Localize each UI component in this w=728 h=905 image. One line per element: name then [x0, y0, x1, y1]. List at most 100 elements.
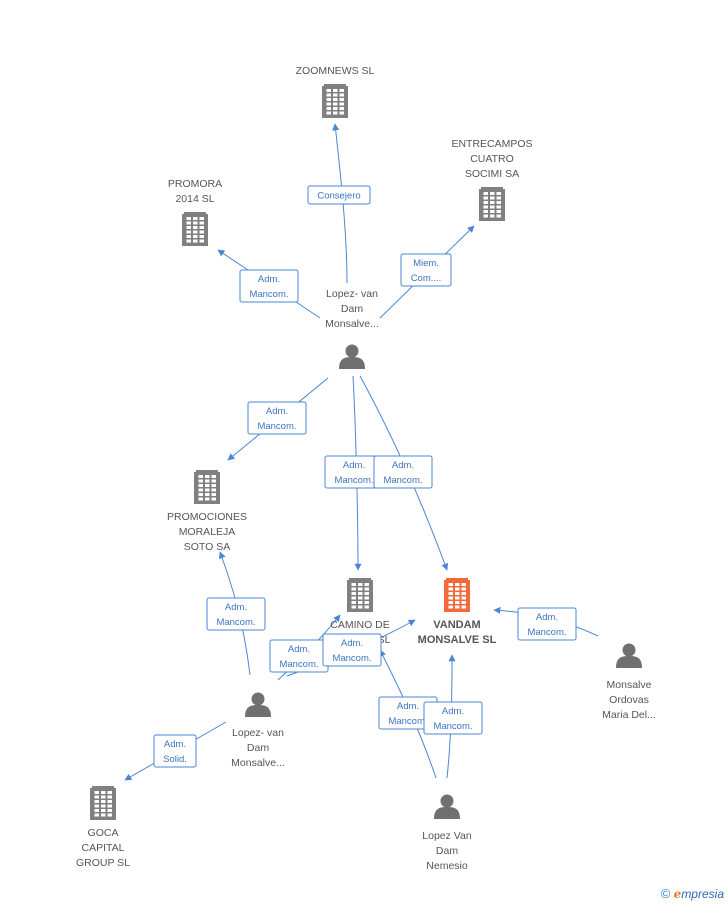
- node-label-line: SOCIMI SA: [465, 168, 519, 180]
- edge-label-e4[interactable]: Adm. Mancom.: [247, 401, 307, 435]
- building-icon: [182, 212, 208, 246]
- edge-label-e8[interactable]: Adm. Mancom.: [206, 597, 266, 631]
- edge-label-e3[interactable]: Adm. Mancom.: [239, 269, 299, 303]
- edge-label-box: [247, 401, 307, 435]
- node-label-line: ZOOMNEWS SL: [296, 65, 375, 77]
- node-label-line: Lopez Van: [422, 830, 472, 842]
- node-label-line: VANDAM: [433, 619, 480, 631]
- edge-label-text: Mancom.: [334, 475, 373, 486]
- edge-label-e11[interactable]: Adm. Solid.: [153, 734, 197, 768]
- node-entrecampos[interactable]: ENTRECAMPOS CUATRO SOCIMI SA: [451, 138, 533, 221]
- edge-label-box: [206, 597, 266, 631]
- edge-label-text: Adm.: [288, 644, 310, 655]
- brand-logo-text: mpresia: [681, 887, 724, 901]
- building-icon: [479, 187, 505, 221]
- person-icon: [616, 643, 642, 668]
- edge-label-text: Adm.: [536, 612, 558, 623]
- node-label-line: GOCA: [88, 827, 119, 839]
- node-label-line: Monsalve...: [325, 318, 379, 330]
- edge-label-text: Adm.: [225, 602, 247, 613]
- node-label-line: Ordovas: [609, 694, 649, 706]
- node-person2[interactable]: Lopez- vanDamMonsalve...: [231, 692, 285, 770]
- node-label-line: Nemesio: [426, 860, 468, 872]
- edge-label-e6[interactable]: Adm.Mancom.: [373, 455, 433, 489]
- edge-label-text: Mancom.: [332, 653, 371, 664]
- building-icon: [347, 578, 373, 612]
- edge-label-box: [307, 185, 371, 205]
- person-icon: [245, 692, 271, 717]
- node-promociones[interactable]: PROMOCIONES MORALEJA SOTO SA: [167, 470, 247, 553]
- edge-label-e10[interactable]: Adm. Mancom.: [322, 633, 382, 667]
- edge-label-text: Mancom.: [279, 659, 318, 670]
- node-label-line: Lopez- van: [326, 288, 378, 300]
- edge-label-text: Mancom.: [433, 721, 472, 732]
- nodes-layer: ZOOMNEWS SL ENTRECAMPOS CUATRO SOCIMI SA PRO…: [76, 65, 656, 872]
- edge-label-text: Adm.: [266, 406, 288, 417]
- node-label-line: Dam: [247, 742, 269, 754]
- node-label-line: MONSALVE SL: [418, 634, 497, 646]
- building-icon: [90, 786, 116, 820]
- node-label-line: CUATRO: [470, 153, 514, 165]
- building-icon: [322, 84, 348, 118]
- edge-label-text: Adm.: [343, 460, 365, 471]
- edge-label-text: Mancom.: [383, 475, 422, 486]
- edge-label-text: Mancom.: [257, 421, 296, 432]
- person-icon: [434, 794, 460, 819]
- node-label-line: PROMOCIONES: [167, 511, 247, 523]
- node-label-line: Maria Del...: [602, 709, 656, 721]
- node-label-line: SOTO SA: [184, 541, 231, 553]
- edge-label-e2[interactable]: Miem. Com....: [400, 253, 452, 287]
- edge-label-e7[interactable]: Adm. Mancom.: [517, 607, 577, 641]
- edge-label-text: Consejero: [317, 191, 360, 202]
- edge-label-e9[interactable]: Adm. Mancom.: [269, 639, 329, 673]
- edge-label-e1[interactable]: Consejero: [307, 185, 371, 205]
- node-vandam[interactable]: VANDAM MONSALVE SL: [418, 578, 497, 646]
- node-label-line: Dam: [341, 303, 363, 315]
- node-label-line: Dam: [436, 845, 458, 857]
- person-icon: [339, 344, 365, 369]
- edge-label-text: Solid.: [163, 754, 187, 765]
- copyright-symbol: ©: [660, 886, 671, 901]
- edge-label-box: [423, 701, 483, 735]
- edge-label-text: Miem.: [413, 258, 439, 269]
- node-goca[interactable]: GOCA CAPITAL GROUP SL: [76, 786, 130, 869]
- edge-label-text: Com....: [411, 273, 442, 284]
- node-label-line: ENTRECAMPOS: [451, 138, 532, 150]
- edge-label-text: Mancom.: [216, 617, 255, 628]
- building-icon: [194, 470, 220, 504]
- empresia-watermark[interactable]: © empresia: [661, 886, 724, 901]
- edge-label-box: [239, 269, 299, 303]
- node-label-line: CAPITAL: [82, 842, 125, 854]
- brand-logo-initial: e: [673, 887, 682, 901]
- edge-label-e5[interactable]: Adm. Mancom.: [324, 455, 384, 489]
- node-label-line: Monsalve: [607, 679, 652, 691]
- edge-label-box: [322, 633, 382, 667]
- edge-label-text: Mancom.: [249, 289, 288, 300]
- edge-label-e13[interactable]: Adm.Mancom.: [423, 701, 483, 735]
- edge-label-text: Mancom.: [527, 627, 566, 638]
- edge-label-text: Adm.: [258, 274, 280, 285]
- node-label-line: GROUP SL: [76, 857, 130, 869]
- edge-label-text: Adm.: [341, 638, 363, 649]
- node-label-line: CAMINO DE: [330, 619, 390, 631]
- edge-label-box: [153, 734, 197, 768]
- building-icon: [444, 578, 470, 612]
- node-label-line: PROMORA: [168, 178, 222, 190]
- node-label-line: Lopez- van: [232, 727, 284, 739]
- edge-label-box: [517, 607, 577, 641]
- edge-label-text: Mancom.: [388, 716, 427, 727]
- node-zoomnews[interactable]: ZOOMNEWS SL: [296, 65, 375, 118]
- node-person1[interactable]: Lopez- vanDamMonsalve...: [325, 288, 379, 369]
- node-promora[interactable]: PROMORA 2014 SL: [168, 178, 222, 246]
- edge-label-text: Adm.: [397, 701, 419, 712]
- edge-label-text: Adm.: [164, 739, 186, 750]
- node-label-line: MORALEJA: [179, 526, 236, 538]
- node-label-line: 2014 SL: [175, 193, 214, 205]
- edge-label-box: [373, 455, 433, 489]
- edge-label-box: [400, 253, 452, 287]
